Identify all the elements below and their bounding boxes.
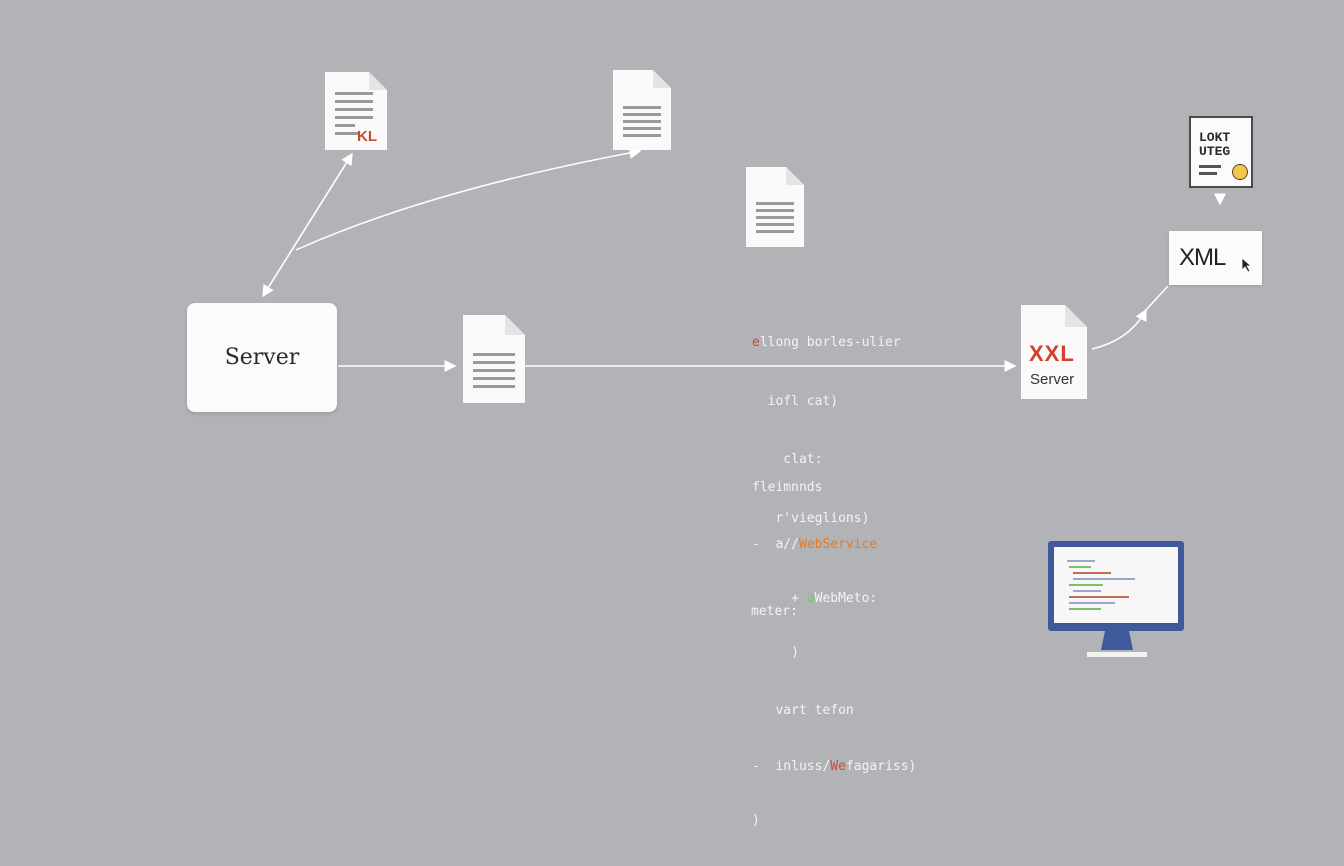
document-mid <box>463 315 525 403</box>
lokt-text: LOKT UTEG <box>1199 130 1231 159</box>
server-label: Server <box>224 345 300 370</box>
code-highlight: We <box>830 759 846 774</box>
code-line: r'vieglions) <box>752 510 870 526</box>
code-line: ellong borles-ulier <box>752 333 901 353</box>
code-text: + <box>752 591 807 606</box>
document-icon <box>613 70 671 150</box>
document-icon <box>746 167 804 247</box>
document-top <box>613 70 671 150</box>
code-line: vart tefon <box>752 703 854 718</box>
code-line: - a//WebService <box>752 536 916 554</box>
code-prefix: e <box>752 335 760 350</box>
code-block-lower: fleimnnds - a//WebService + aWebMeto: ) … <box>752 443 916 866</box>
code-text: WebMeto: <box>814 591 878 606</box>
code-highlight: WebService <box>798 537 878 552</box>
document-right <box>746 167 804 247</box>
xml-box[interactable]: XML <box>1169 231 1262 285</box>
diagram-canvas: Server KL <box>187 70 1262 828</box>
code-line: iofl cat) <box>752 393 839 409</box>
document-xxl-word: XXL <box>1029 341 1075 366</box>
monitor-icon <box>1048 541 1184 657</box>
code-block-upper: ellong borles-ulier iofl cat) clat: r'vi… <box>752 294 901 567</box>
line-xml-up <box>1145 285 1169 311</box>
arrow-doc-kl-to-server <box>262 153 353 298</box>
code-text: - inluss/ <box>752 759 831 774</box>
document-xxl-server: XXL Server <box>1021 305 1087 399</box>
code-line: ) <box>752 813 760 828</box>
server-box: Server <box>187 303 337 412</box>
document-xxl-server-label: Server <box>1030 371 1075 388</box>
document-kl: KL <box>325 72 387 150</box>
document-icon <box>463 315 525 403</box>
connector-layer <box>262 147 1226 372</box>
code-text: llong borles-ulier <box>759 335 901 350</box>
lokt-document: LOKT UTEG <box>1189 116 1253 188</box>
code-line: ) <box>752 645 799 660</box>
code-highlight: a <box>806 591 815 606</box>
code-line: fleimnnds <box>752 480 823 495</box>
arrow-curve-to-doc-top <box>295 147 642 251</box>
xml-label: XML <box>1179 244 1226 271</box>
code-text: fagariss) <box>845 759 917 774</box>
document-icon <box>1021 305 1087 399</box>
magnifier-badge-icon <box>1232 164 1248 180</box>
code-block-footer: meter: <box>751 604 798 619</box>
mouse-cursor-icon <box>1241 257 1253 273</box>
code-text: - a// <box>752 537 799 552</box>
code-line: + aWebMeto: <box>752 590 916 608</box>
document-icon <box>325 72 387 150</box>
code-line: - inluss/Wefagariss) <box>752 758 916 776</box>
document-kl-label: KL <box>357 128 377 145</box>
code-line: clat: <box>752 452 823 467</box>
arrow-xxl-to-xml <box>1091 308 1147 350</box>
lokt-lines-icon <box>1199 165 1221 175</box>
